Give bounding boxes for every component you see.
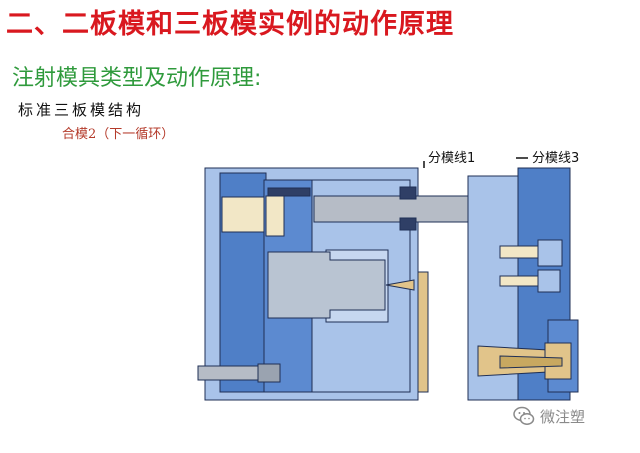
latch-block-lower xyxy=(399,217,417,231)
stripper-plate xyxy=(417,271,429,393)
slide-title: 二、二板模和三板模实例的动作原理 xyxy=(6,9,454,40)
insulation-pad-left xyxy=(221,196,265,233)
core-insert xyxy=(267,251,386,319)
slide-subtitle: 注射模具类型及动作原理: xyxy=(12,66,262,91)
wechat-icon xyxy=(513,406,535,425)
section-heading: 标准三板模结构 xyxy=(18,101,145,119)
watermark: 微注塑 xyxy=(512,404,585,428)
watermark-text: 微注塑 xyxy=(540,407,586,426)
sprue-upper xyxy=(267,187,311,197)
ejector-rod-end xyxy=(257,363,281,383)
runner-pin-2 xyxy=(499,275,543,287)
parting-line-3-label: 分模线3 xyxy=(532,151,579,166)
nozzle-channel xyxy=(499,355,563,369)
part-cone xyxy=(385,279,415,291)
latch-block-upper xyxy=(399,186,417,200)
runner-pin-block-2 xyxy=(537,269,561,293)
runner-pin-1 xyxy=(499,245,541,259)
runner-pin-block xyxy=(537,239,563,267)
step-label: 合模2（下一循环） xyxy=(62,127,175,142)
guide-pin-upper xyxy=(265,195,285,237)
parting-line-1-label: 分模线1 xyxy=(428,151,475,166)
